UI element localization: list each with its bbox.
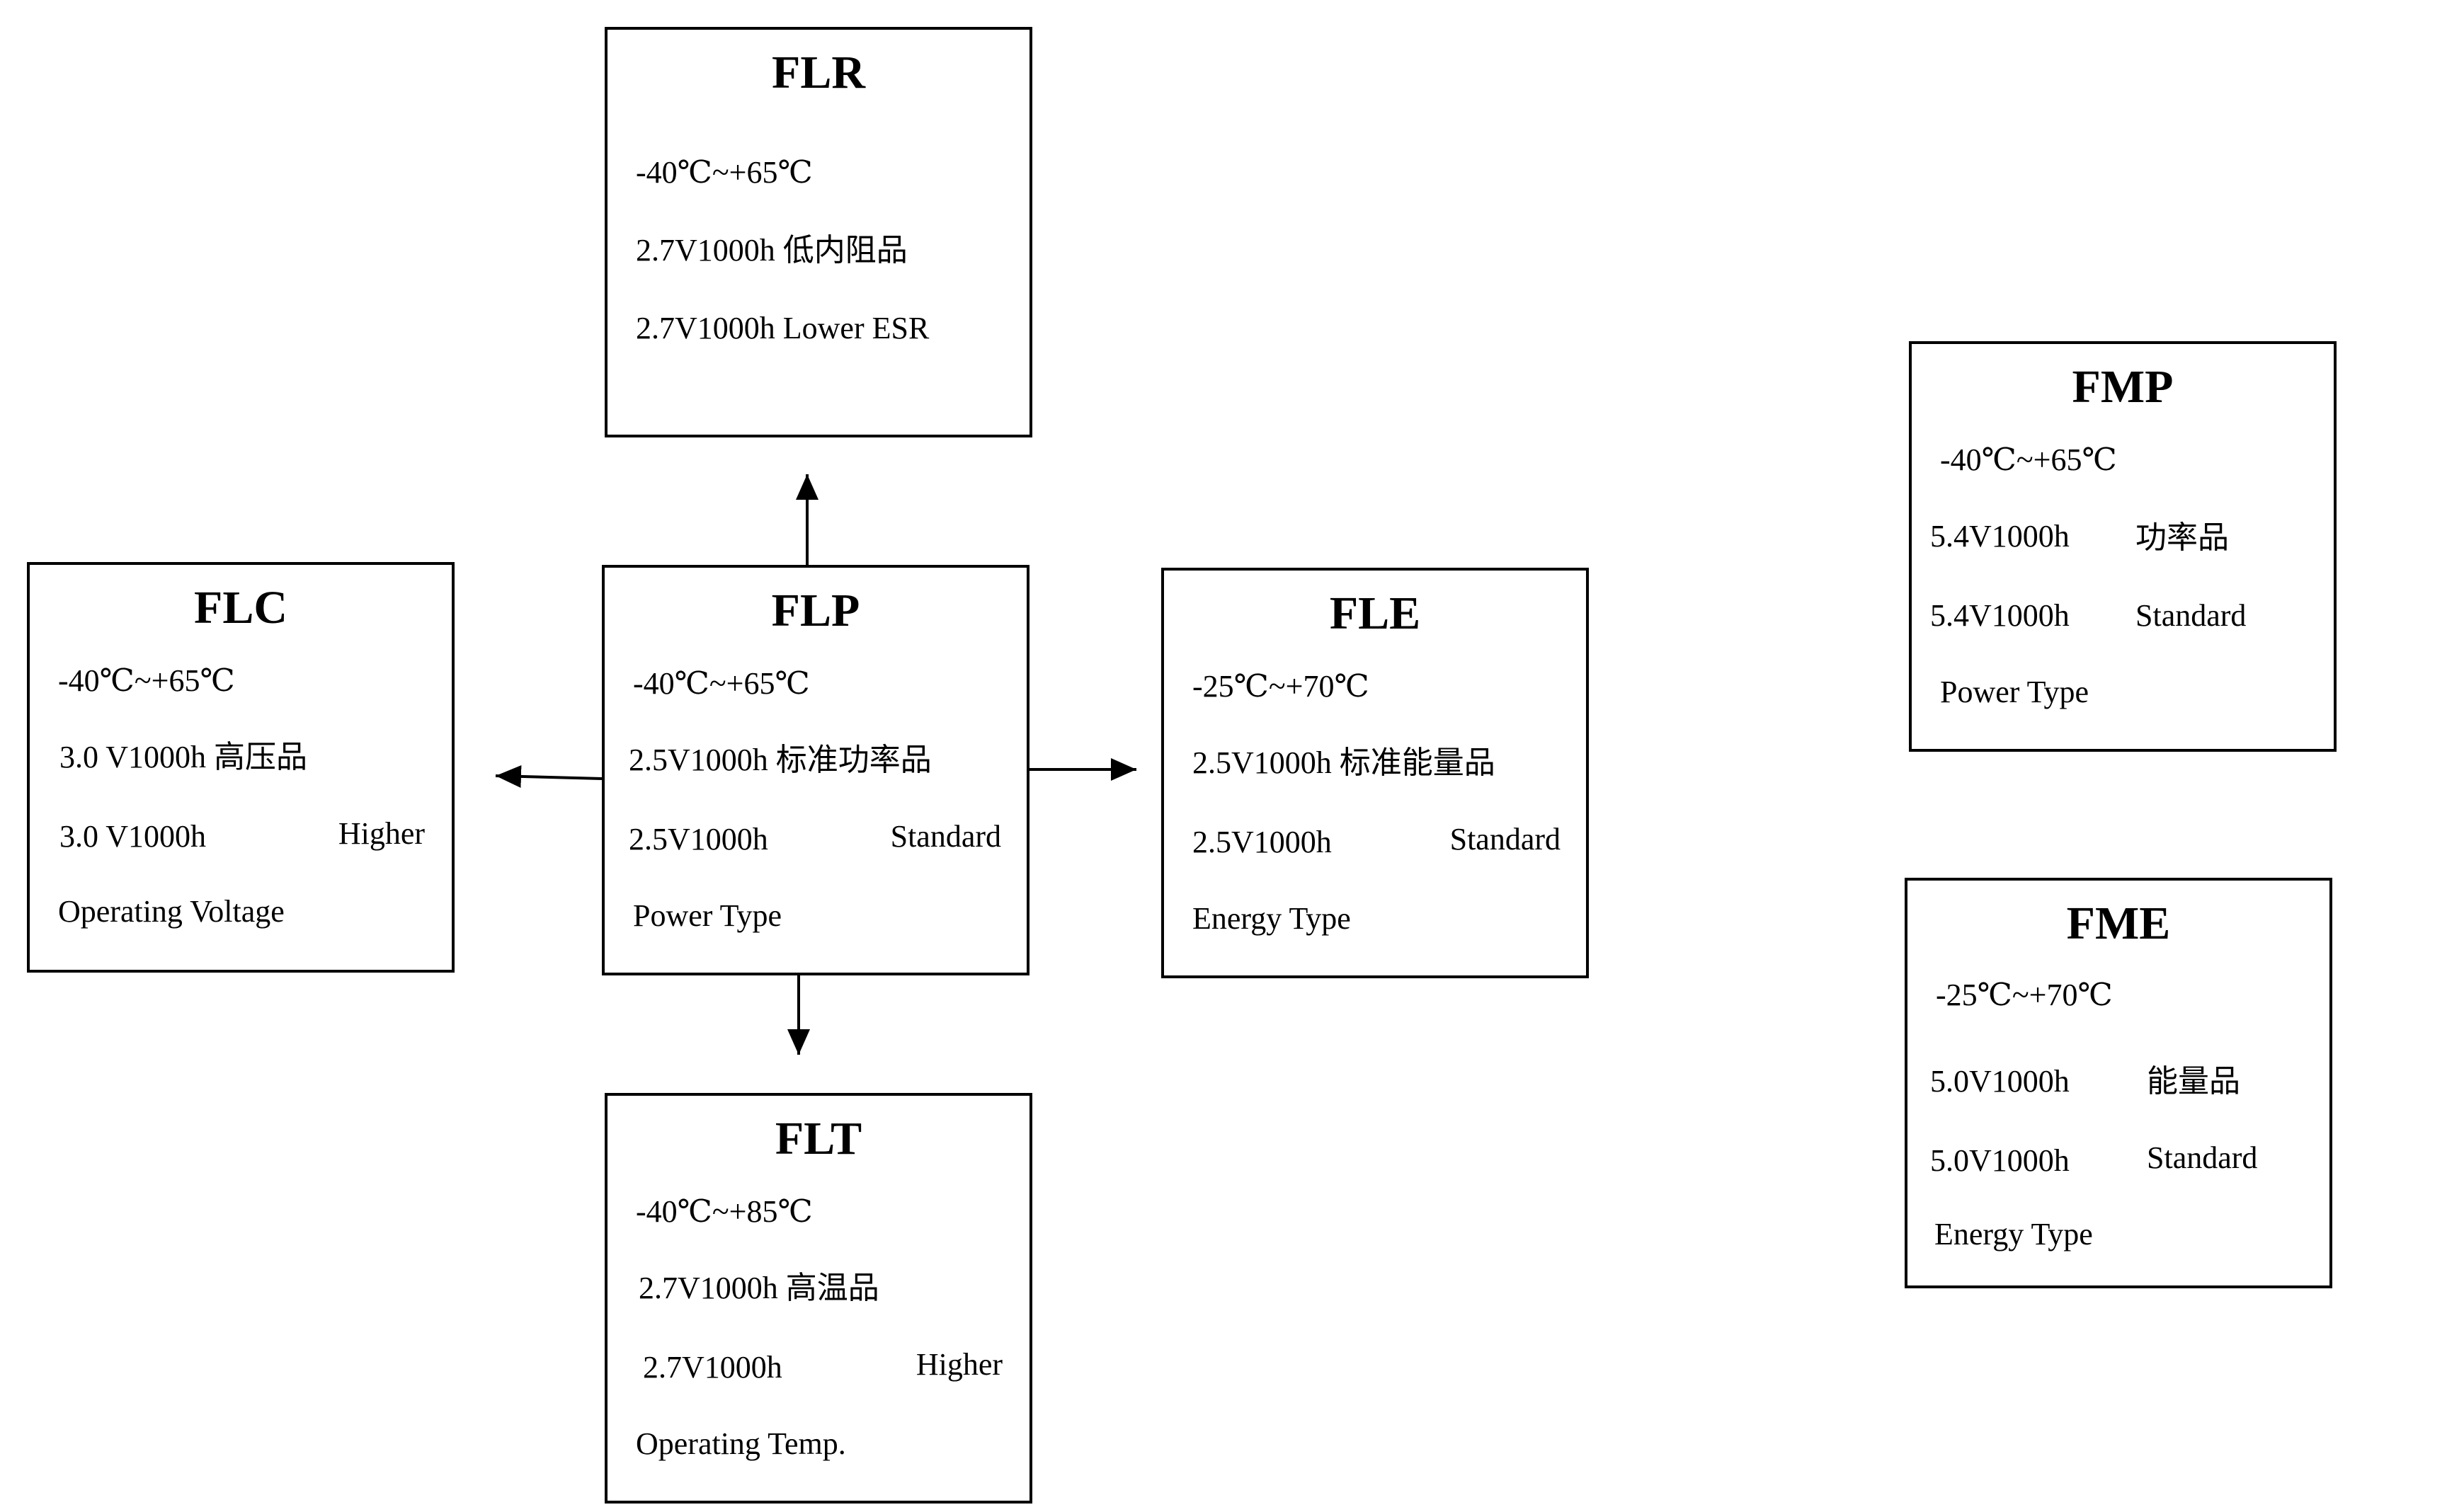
rating-voltage-en: 5.0V1000h (1930, 1143, 2070, 1178)
box-title: FLT (775, 1113, 862, 1164)
temperature-range: -40℃~+65℃ (633, 666, 810, 701)
box-title: FMP (2072, 361, 2174, 413)
rating-line-cn: 2.5V1000h 标准能量品 (1192, 745, 1495, 780)
temperature-range: -25℃~+70℃ (1936, 978, 2113, 1012)
type-description: Operating Voltage (58, 894, 285, 929)
rating-line-cn: 2.7V1000h 低内阻品 (636, 233, 908, 268)
temperature-range: -25℃~+70℃ (1192, 669, 1369, 704)
rating-voltage-cn: 5.0V1000h (1930, 1064, 2070, 1099)
rating-type-cn: 功率品 (2135, 520, 2229, 555)
box-title: FLP (771, 585, 860, 636)
type-label: Standard (2147, 1140, 2258, 1175)
rating-type-cn: 能量品 (2147, 1064, 2240, 1099)
temperature-range: -40℃~+65℃ (58, 663, 235, 698)
box-title: FME (2066, 898, 2171, 949)
box-title: FLR (772, 47, 865, 98)
box-title: FLC (194, 582, 287, 634)
box-title: FLE (1329, 588, 1421, 639)
type-description: Operating Temp. (636, 1426, 846, 1461)
type-description: Energy Type (1934, 1217, 2093, 1252)
type-label: Higher (338, 816, 425, 851)
type-description: Power Type (633, 898, 782, 933)
box-flp: FLP -40℃~+65℃ 2.5V1000h 标准功率品 2.5V1000h … (602, 565, 1029, 975)
temperature-range: -40℃~+65℃ (1940, 442, 2117, 477)
rating-line-en: 2.7V1000h (643, 1350, 782, 1385)
box-fmp: FMP -40℃~+65℃ 5.4V1000h 功率品 5.4V1000h St… (1909, 341, 2337, 752)
type-label: Standard (890, 819, 1001, 854)
box-flc: FLC -40℃~+65℃ 3.0 V1000h 高压品 3.0 V1000h … (27, 562, 455, 973)
rating-line-en: 2.7V1000h Lower ESR (636, 311, 930, 345)
type-description: Energy Type (1192, 901, 1351, 936)
rating-line-en: 3.0 V1000h (59, 819, 206, 854)
arrow-to-flc (495, 764, 603, 788)
box-fle: FLE -25℃~+70℃ 2.5V1000h 标准能量品 2.5V1000h … (1161, 568, 1589, 978)
rating-line-cn: 3.0 V1000h 高压品 (59, 740, 307, 774)
temperature-range: -40℃~+65℃ (636, 155, 813, 190)
rating-line-cn: 2.7V1000h 高温品 (639, 1271, 879, 1305)
type-label: Standard (2135, 598, 2247, 633)
temperature-range: -40℃~+85℃ (636, 1194, 813, 1229)
rating-voltage-en: 5.4V1000h (1930, 598, 2070, 633)
box-flr: FLR -40℃~+65℃ 2.7V1000h 低内阻品 2.7V1000h L… (605, 27, 1032, 437)
box-fme: FME -25℃~+70℃ 5.0V1000h 能量品 5.0V1000h St… (1905, 878, 2332, 1288)
rating-line-en: 2.5V1000h (629, 822, 768, 857)
rating-line-cn: 2.5V1000h 标准功率品 (629, 743, 932, 777)
type-label: Higher (916, 1347, 1003, 1382)
rating-voltage-cn: 5.4V1000h (1930, 519, 2070, 554)
type-description: Power Type (1940, 675, 2089, 709)
rating-line-en: 2.5V1000h (1192, 825, 1332, 859)
type-label: Standard (1449, 822, 1561, 857)
box-flt: FLT -40℃~+85℃ 2.7V1000h 高温品 2.7V1000h Hi… (605, 1093, 1032, 1504)
